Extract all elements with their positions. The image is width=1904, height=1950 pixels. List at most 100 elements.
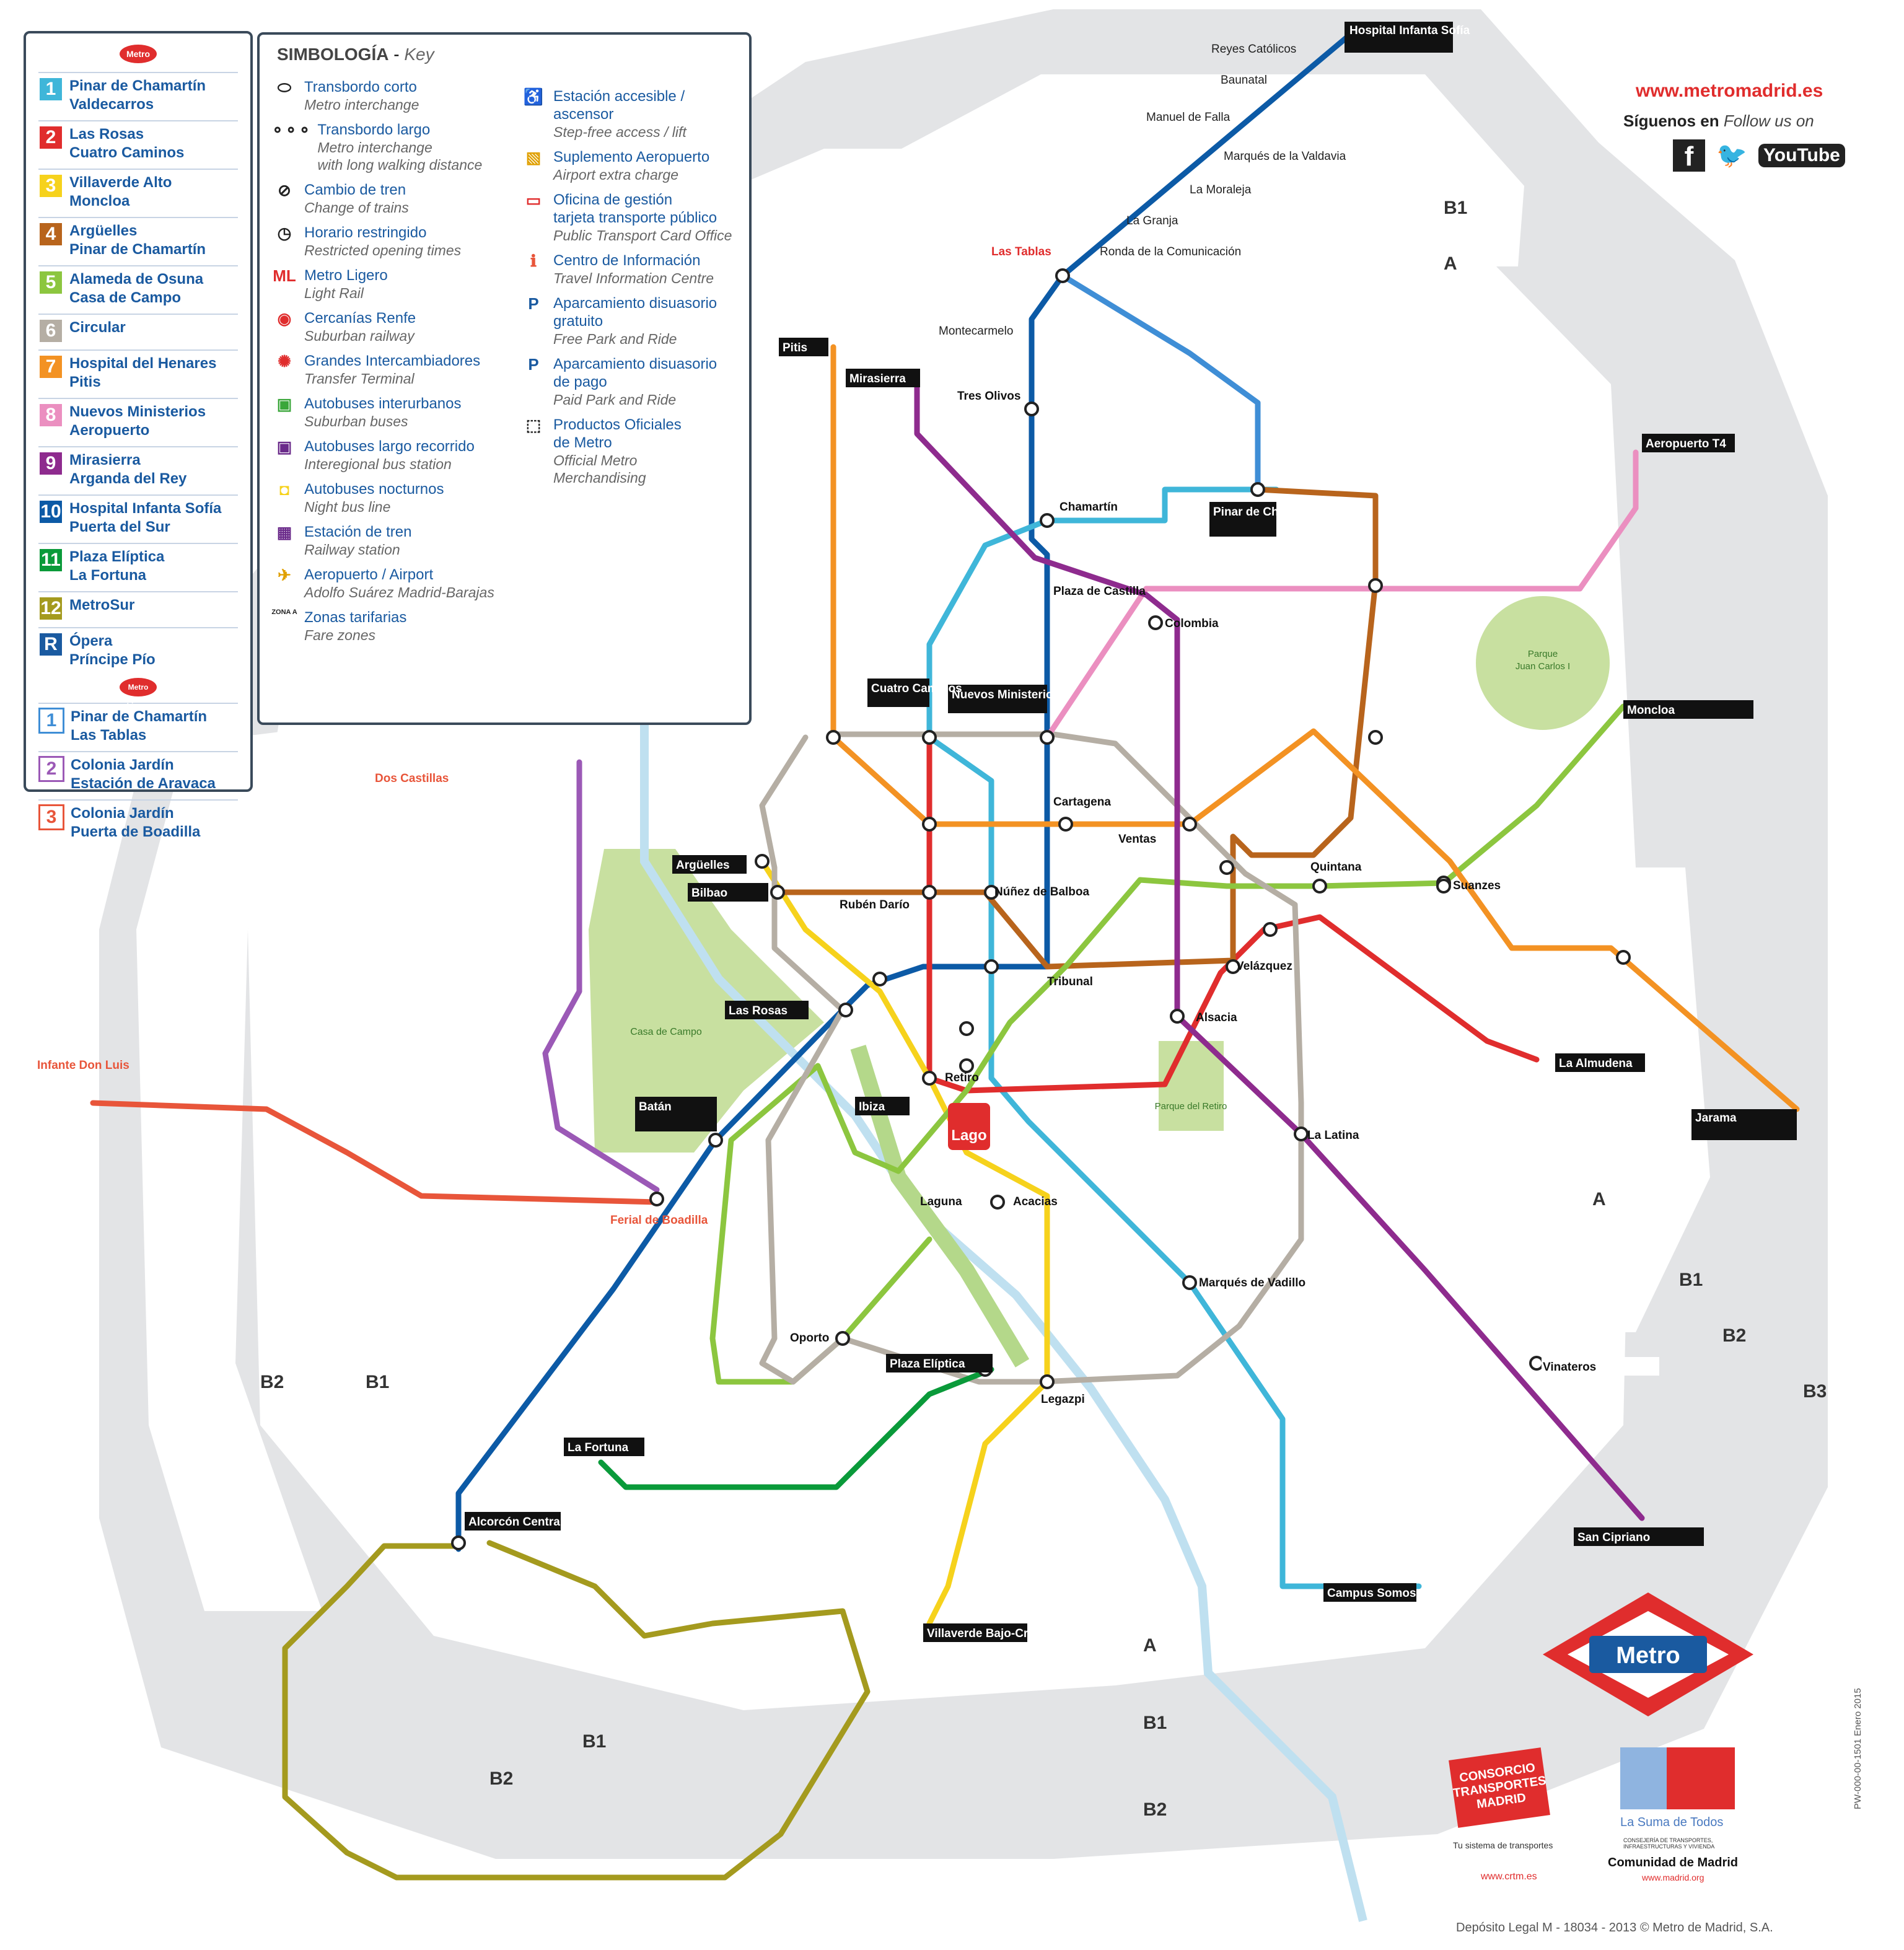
station-sol[interactable]: Lago: [951, 1127, 986, 1144]
key-item-label-en: Suburban buses: [304, 413, 408, 429]
light-rail-number-3: 3: [38, 804, 64, 830]
parks-and-river: Casa de Campo Parque Juan Carlos I Parqu…: [589, 322, 1610, 1922]
line-number-5: 5: [38, 270, 63, 295]
station-la-granja[interactable]: La Granja: [1126, 214, 1178, 227]
follow-en: Follow us on: [1723, 112, 1814, 130]
key-item-label: Transbordo corto: [304, 79, 417, 95]
station-ronda-comunicacion[interactable]: Ronda de la Comunicación: [1100, 245, 1241, 258]
station-plaza-eliptica[interactable]: Plaza Elíptica: [890, 1358, 965, 1371]
station-nuevos-ministerios[interactable]: Nuevos Ministerios: [952, 688, 1059, 701]
station-ventas[interactable]: Quintana: [1310, 861, 1362, 874]
station-gregorio-maranon[interactable]: Cartagena: [1053, 796, 1111, 809]
twitter-icon[interactable]: 🐦: [1716, 142, 1747, 169]
station-la-fortuna[interactable]: La Fortuna: [568, 1441, 629, 1454]
station-principe-pio[interactable]: Las Rosas: [729, 1004, 787, 1017]
station-las-tablas[interactable]: Las Tablas: [991, 245, 1051, 258]
light-rail-number-2: 2: [38, 756, 64, 782]
station-colombia[interactable]: Colombia: [1165, 617, 1219, 630]
crtm-link[interactable]: www.crtm.es: [1481, 1871, 1537, 1882]
station-casa-de-campo[interactable]: Batán: [639, 1100, 672, 1113]
station-villaverde-alto[interactable]: Villaverde Bajo-Cruce: [927, 1627, 1048, 1640]
station-oporto[interactable]: Oporto: [790, 1332, 829, 1345]
station-plaza-de-castilla[interactable]: Plaza de Castilla: [1053, 585, 1146, 598]
line-number-11: 11: [38, 548, 63, 573]
madrid-org-link[interactable]: www.madrid.org: [1642, 1873, 1704, 1882]
station-marques-valdavia[interactable]: Marqués de la Valdavia: [1224, 150, 1346, 163]
station-colonia-jardin[interactable]: Ferial de Boadilla: [610, 1214, 708, 1227]
station-principe-de-vergara[interactable]: Alsacia: [1196, 1011, 1237, 1024]
station-goya[interactable]: Velázquez: [1236, 960, 1292, 973]
station-alameda-de-osuna[interactable]: Moncloa: [1627, 704, 1675, 717]
station-callao[interactable]: Retiro: [945, 1071, 979, 1084]
station-aeropuerto-t4[interactable]: Aeropuerto T4: [1646, 437, 1726, 450]
station-tres-olivos[interactable]: Tres Olivos: [957, 390, 1020, 403]
facebook-icon[interactable]: f: [1673, 139, 1705, 172]
station-reyes-catolicos[interactable]: Reyes Católicos: [1211, 43, 1296, 56]
station-pacifico[interactable]: Marqués de Vadillo: [1199, 1276, 1305, 1289]
youtube-icon[interactable]: YouTube: [1758, 144, 1845, 167]
line-12: [282, 1540, 871, 1881]
station-puerta-del-sur[interactable]: Alcorcón Central: [468, 1516, 563, 1529]
station-pitis[interactable]: Pitis: [783, 341, 807, 354]
station-baunatal[interactable]: Baunatal: [1221, 74, 1267, 87]
station-montecarmelo[interactable]: Montecarmelo: [939, 325, 1013, 338]
station-chamartin[interactable]: Chamartín: [1059, 501, 1118, 514]
station-pinar-de-chamartin[interactable]: Pinar de Chamartín: [1213, 506, 1321, 519]
station-pueblo-nuevo[interactable]: Suanzes: [1453, 879, 1501, 892]
station-mirasierra[interactable]: Mirasierra: [849, 372, 906, 385]
website-link[interactable]: www.metromadrid.es: [1636, 81, 1823, 101]
station-sainz-de-baranda[interactable]: La Latina: [1307, 1129, 1359, 1142]
station-moncloa[interactable]: Argüelles: [676, 859, 730, 872]
station-puerta-de-arganda[interactable]: Vinateros: [1543, 1361, 1596, 1374]
station-alonso-martinez[interactable]: Tribunal: [1047, 975, 1093, 988]
key-item-label: Autobuses nocturnos: [304, 481, 444, 498]
station-las-rosas[interactable]: La Almudena: [1559, 1057, 1633, 1070]
station-acacias[interactable]: Laguna: [920, 1195, 962, 1208]
station-bilbao[interactable]: Núñez de Balboa: [994, 885, 1090, 898]
consejeria-text: CONSEJERÍA DE TRANSPORTES, INFRAESTRUCTU…: [1623, 1837, 1715, 1850]
line-number-R: R: [38, 632, 63, 657]
station-embajadores[interactable]: Acacias: [1013, 1195, 1058, 1208]
station-san-bernardo[interactable]: Rubén Darío: [840, 898, 910, 911]
station-arganda-del-rey[interactable]: San Cipriano: [1577, 1531, 1650, 1544]
station-opera[interactable]: Ibiza: [859, 1100, 885, 1113]
station-manuel-de-falla[interactable]: Manuel de Falla: [1146, 111, 1231, 124]
station-puerta-de-boadilla[interactable]: Infante Don Luis: [37, 1059, 129, 1072]
station-estacion-de-aravaca[interactable]: Dos Castillas: [375, 772, 449, 785]
station-cuatro-caminos[interactable]: Cuatro Caminos: [871, 682, 962, 695]
station-hospital-infanta-sofia[interactable]: Hospital Infanta Sofía: [1349, 24, 1470, 37]
key-item-label: Autobuses interurbanos: [304, 395, 462, 412]
station-arguelles[interactable]: Bilbao: [691, 887, 727, 900]
station-legazpi[interactable]: Legazpi: [1041, 1393, 1085, 1406]
station-valdecarros[interactable]: Campus Somosaguas: [1327, 1587, 1450, 1600]
station-la-moraleja[interactable]: La Moraleja: [1190, 183, 1252, 196]
station-avda-america[interactable]: Ventas: [1118, 833, 1156, 846]
station-hospital-del-henares[interactable]: Jarama: [1695, 1112, 1737, 1125]
